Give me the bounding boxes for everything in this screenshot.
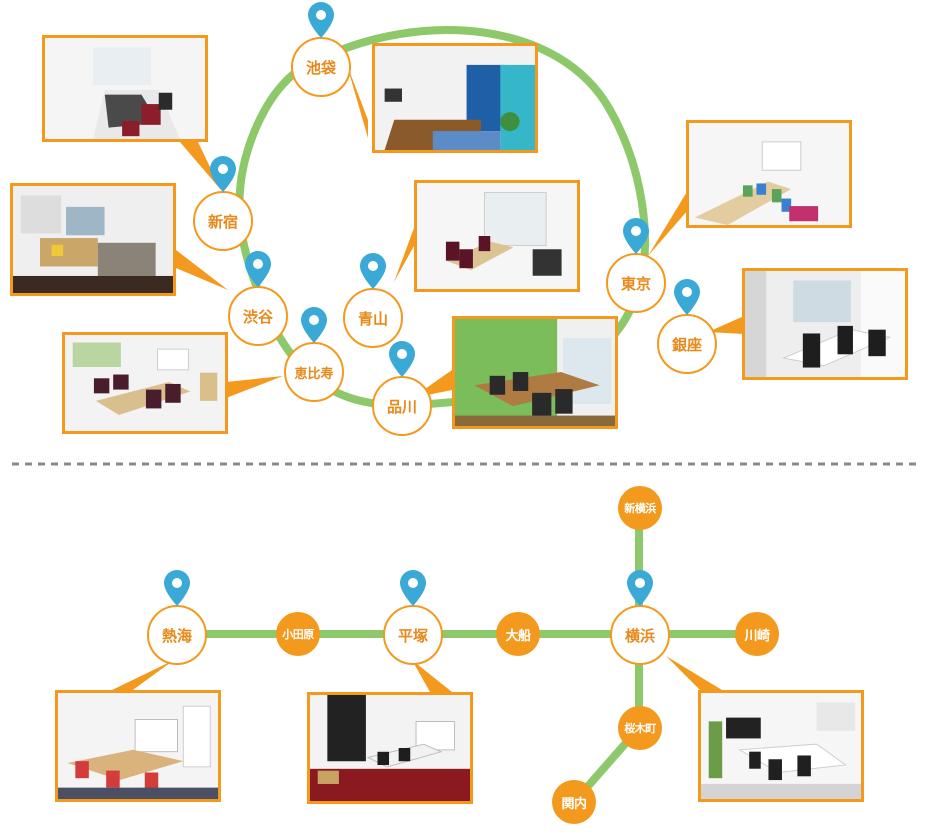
station-label: 横浜 xyxy=(624,626,655,645)
station-shinyokohama[interactable]: 新横浜 xyxy=(618,486,662,530)
photo-ebisu xyxy=(62,332,228,434)
station-label: 渋谷 xyxy=(242,307,273,326)
station-tokyo[interactable]: 東京 xyxy=(606,253,666,313)
station-shinagawa[interactable]: 品川 xyxy=(372,376,432,436)
station-label: 青山 xyxy=(357,309,388,328)
photo-aoyama xyxy=(414,180,580,292)
station-label: 新宿 xyxy=(207,212,238,231)
map-pin-icon xyxy=(245,251,271,287)
map-pin-icon xyxy=(210,156,236,192)
station-sakuragicho[interactable]: 桜木町 xyxy=(618,706,662,750)
map-pin-icon xyxy=(627,570,653,606)
station-ebisu[interactable]: 恵比寿 xyxy=(284,342,344,402)
map-pin-icon xyxy=(389,341,415,377)
station-hiratsuka[interactable]: 平塚 xyxy=(383,605,443,665)
photo-shinagawa xyxy=(452,316,618,429)
station-label: 熱海 xyxy=(161,626,192,645)
station-ikebukuro[interactable]: 池袋 xyxy=(291,37,351,97)
station-label: 大船 xyxy=(505,628,531,644)
station-aoyama[interactable]: 青山 xyxy=(343,288,403,348)
station-kannai[interactable]: 関内 xyxy=(552,780,596,824)
station-label: 川崎 xyxy=(744,628,770,644)
station-label: 小田原 xyxy=(282,628,314,641)
map-pin-icon xyxy=(308,2,334,38)
station-ginza[interactable]: 銀座 xyxy=(657,314,717,374)
map-pin-icon xyxy=(164,570,190,606)
photo-hiratsuka xyxy=(307,692,473,804)
station-label: 桜木町 xyxy=(624,722,656,735)
station-label: 品川 xyxy=(386,397,417,416)
station-label: 関内 xyxy=(561,796,587,812)
station-label: 銀座 xyxy=(671,335,702,354)
station-label: 新横浜 xyxy=(624,502,656,515)
map-pin-icon xyxy=(674,279,700,315)
photo-shinjuku xyxy=(42,35,208,142)
station-label: 東京 xyxy=(620,274,651,293)
photo-tokyo xyxy=(686,120,852,228)
map-pin-icon xyxy=(301,307,327,343)
station-label: 池袋 xyxy=(305,58,336,77)
station-label: 恵比寿 xyxy=(294,366,334,382)
station-odawara[interactable]: 小田原 xyxy=(276,612,320,656)
map-pin-icon xyxy=(360,253,386,289)
photo-ginza xyxy=(742,268,908,380)
station-atami[interactable]: 熱海 xyxy=(147,605,207,665)
station-kawasaki[interactable]: 川崎 xyxy=(735,612,779,656)
map-pin-icon xyxy=(623,218,649,254)
photo-yokohama xyxy=(698,690,864,802)
station-ofuna[interactable]: 大船 xyxy=(496,612,540,656)
station-label: 平塚 xyxy=(397,626,428,645)
map-pin-icon xyxy=(400,570,426,606)
station-yokohama[interactable]: 横浜 xyxy=(610,605,670,665)
station-shibuya[interactable]: 渋谷 xyxy=(228,286,288,346)
photo-shibuya xyxy=(10,183,176,296)
photo-atami xyxy=(55,690,221,802)
station-shinjuku[interactable]: 新宿 xyxy=(193,191,253,251)
photo-ikebukuro xyxy=(372,43,538,153)
